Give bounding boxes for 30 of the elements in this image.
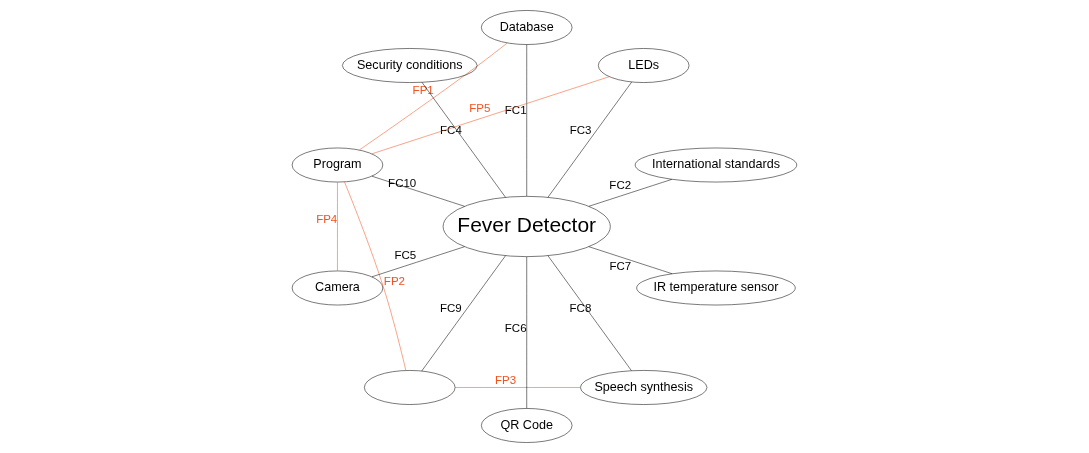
edge-label: FP1 [412,84,434,97]
edge-label: FC4 [440,124,462,137]
edge-label: FP5 [469,101,491,114]
edge-label: FC10 [388,177,417,190]
edge-label: FC2 [609,179,632,192]
node-ellipse: Security conditions [342,48,478,83]
node-ellipse: LEDs [598,48,690,83]
edge-label: FP4 [316,213,338,226]
node-ellipse: QR Code [481,408,573,443]
node-ellipse: Program [291,147,384,183]
edge-label: FC8 [569,302,592,315]
node-ellipse: Database [481,10,573,45]
node-ellipse: IR temperature sensor [636,270,796,306]
edge-label: FP2 [383,274,405,287]
connector [454,387,581,388]
node-ellipse [364,370,456,405]
edge-label: FC6 [504,322,527,335]
edge-label: FC5 [394,249,417,261]
edge-label: FC1 [504,103,527,116]
edge-label: FC7 [609,259,632,272]
node-ellipse: International standards [634,147,798,183]
edge-label: FC9 [439,302,462,315]
connector [337,181,338,272]
node-ellipse: Fever Detector [442,196,611,257]
node-ellipse: Camera [291,270,384,306]
node-ellipse: Speech synthesis [580,370,708,405]
connector [371,76,610,155]
edge-label: FC3 [569,123,592,136]
edge-label: FP3 [494,374,517,387]
connector [588,246,673,274]
